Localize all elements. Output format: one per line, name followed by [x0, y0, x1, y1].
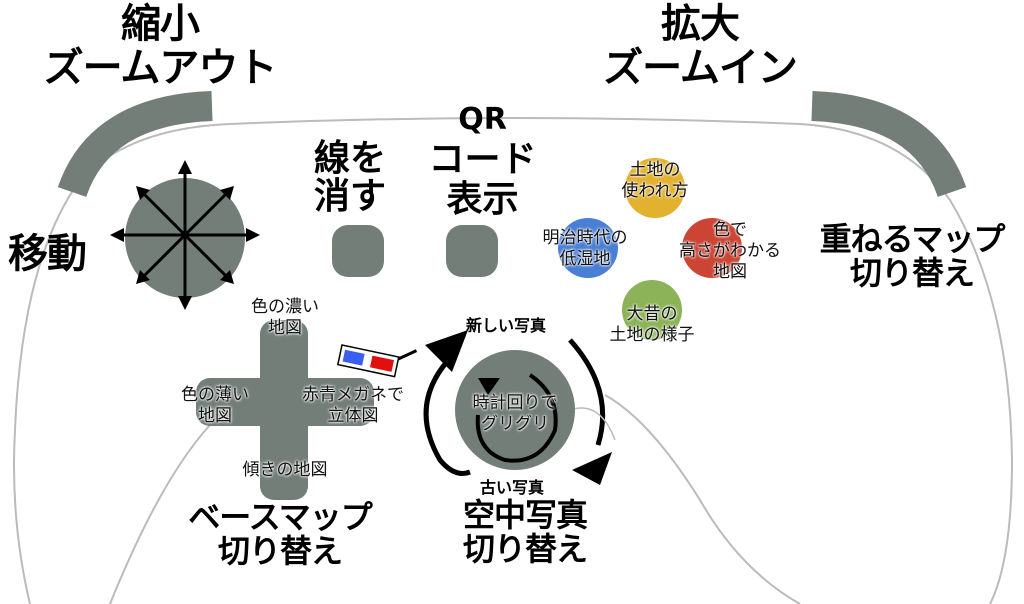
dpad-down-label: 傾きの地図 [242, 460, 328, 480]
face-bottom-label: 大昔の土地の様子 [597, 304, 707, 346]
face-right-line2: 高さがわかる [679, 241, 781, 261]
face-bottom-line2: 土地の様子 [609, 325, 695, 345]
face-top-label: 土地の使われ方 [600, 160, 710, 202]
zoom-out-label: 縮小ズームアウト [30, 2, 290, 90]
basemap-switch-line2: 切り替え [217, 532, 343, 570]
qr-line3: 表示 [446, 179, 519, 220]
old-photo-arrow [568, 338, 606, 446]
qr-button[interactable] [446, 225, 498, 277]
clear-lines-label: 線を消す [305, 140, 395, 216]
zoom-out-label-line1: 縮小 [121, 1, 200, 47]
dpad-right-label: 赤青メガネで立体図 [288, 385, 418, 427]
dpad-up-line2: 地図 [268, 318, 302, 338]
rotate-line1: 時計回りで [472, 393, 558, 413]
clear-lines-line1: 線を [313, 138, 386, 179]
dpad-up-line1: 色の濃い [251, 297, 319, 317]
qr-line1: QR [458, 102, 507, 137]
face-right-line1: 色で [713, 220, 747, 240]
new-photo-arrow [423, 348, 471, 476]
new-photo-label: 新しい写真 [466, 316, 547, 335]
aerial-switch-line1: 空中写真 [462, 496, 588, 534]
zoom-in-label: 拡大ズームイン [585, 2, 815, 90]
aerial-switch-label: 空中写真切り替え [450, 498, 600, 566]
basemap-switch-line1: ベースマップ [188, 498, 372, 536]
right-bumper[interactable] [811, 91, 967, 198]
face-right-line3: 地図 [713, 262, 747, 282]
arrow-down-icon [572, 452, 612, 485]
dpad-right-line2: 立体図 [327, 406, 379, 426]
clear-lines-line2: 消す [313, 176, 386, 217]
arrow-up-icon [425, 330, 468, 372]
dpad-left-line1: 色の薄い [181, 385, 249, 405]
face-button-bottom[interactable] [622, 280, 682, 340]
face-top-line2: 使われ方 [621, 181, 689, 201]
face-bottom-line1: 大昔の [626, 304, 678, 324]
dpad-up-label: 色の濃い地図 [230, 297, 340, 339]
rotate-line2: グリグリ [481, 414, 549, 434]
zoom-out-label-line2: ズームアウト [43, 45, 278, 91]
dpad-left-label: 色の薄い地図 [165, 385, 265, 427]
zoom-in-label-line1: 拡大 [661, 1, 740, 47]
dpad-left-line2: 地図 [198, 406, 232, 426]
qr-line2: コード [428, 139, 537, 180]
face-right-label: 色で高さがわかる地図 [665, 220, 795, 283]
overlay-switch-line2: 切り替え [849, 254, 975, 292]
basemap-switch-label: ベースマップ切り替え [180, 500, 380, 568]
face-button-left[interactable] [558, 218, 618, 278]
face-left-line1: 明治時代の [542, 228, 628, 248]
face-top-line1: 土地の [629, 160, 681, 180]
overlay-switch-label: 重ねるマップ切り替え [812, 222, 1012, 290]
old-photo-label: 古い写真 [480, 478, 545, 497]
move-label: 移動 [8, 231, 87, 277]
overlay-switch-line1: 重ねるマップ [819, 220, 1006, 258]
clear-lines-button[interactable] [332, 225, 384, 277]
zoom-in-label-line2: ズームイン [603, 45, 798, 91]
aerial-switch-line2: 切り替え [462, 530, 588, 568]
dpad-right-line1: 赤青メガネで [302, 385, 404, 405]
face-button-right[interactable] [682, 218, 742, 278]
dpad-horizontal[interactable] [196, 378, 374, 426]
face-button-top[interactable] [625, 158, 685, 218]
face-left-line2: 低湿地 [559, 249, 611, 269]
left-bumper[interactable] [57, 91, 213, 198]
face-left-label: 明治時代の低湿地 [530, 228, 640, 270]
controller-contour-line [569, 407, 616, 441]
rotate-label: 時計回りでグリグリ [455, 393, 575, 435]
